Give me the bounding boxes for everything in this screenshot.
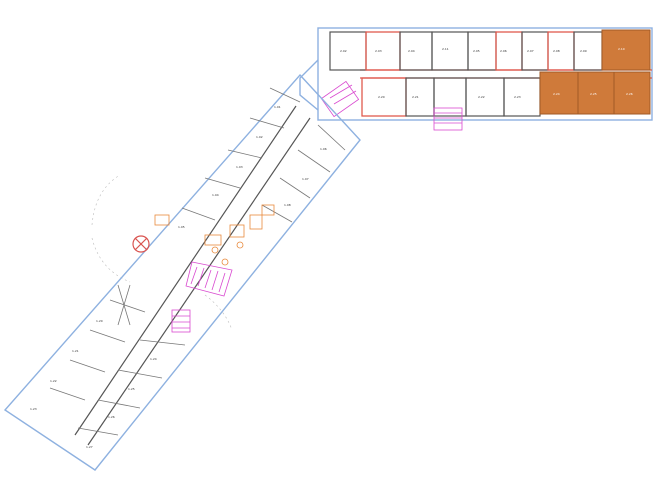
wing-stair-2 — [171, 309, 191, 333]
wing-structural-marks — [117, 284, 131, 326]
wing-cross-walls-ne — [181, 87, 346, 223]
connector — [299, 59, 360, 118]
room-label: 2.06 — [500, 49, 507, 53]
wet-room-fixtures — [154, 204, 275, 266]
wing-stair — [185, 261, 233, 297]
entrance-symbol — [132, 235, 150, 253]
room-label: 1.07 — [302, 177, 309, 181]
room-label: 1.24 — [150, 357, 157, 361]
grid-lines — [91, 174, 233, 331]
room-label: 1.06 — [320, 147, 327, 151]
east-north-rooms — [329, 29, 651, 71]
diagonal-wing: 1.01 1.02 1.03 1.04 1.05 1.06 1.07 1.08 … — [3, 73, 361, 471]
room-east-n-6 — [521, 31, 549, 71]
room-label: 1.03 — [236, 165, 243, 169]
room-east-n-wc — [431, 31, 469, 71]
room-east-n-7 — [547, 31, 575, 71]
wing-corridor-west — [74, 105, 297, 436]
room-label: 1.27 — [86, 445, 93, 449]
room-east-n-1 — [329, 31, 367, 71]
room-label: 2.25 — [590, 92, 597, 96]
room-east-s-3 — [465, 77, 505, 117]
room-label: 1.21 — [72, 349, 79, 353]
room-label: 1.05 — [178, 225, 185, 229]
room-label: 1.23 — [30, 407, 37, 411]
room-label: 2.07 — [527, 49, 534, 53]
room-label: 2.10 — [618, 47, 625, 51]
room-label: 1.22 — [50, 379, 57, 383]
wing-cross-walls-sw — [49, 299, 186, 436]
room-label: 2.05 — [473, 49, 480, 53]
room-label: 1.02 — [256, 135, 263, 139]
room-label: 1.26 — [108, 415, 115, 419]
room-label: 2.24 — [553, 92, 560, 96]
room-east-n-3 — [399, 31, 433, 71]
room-label: 2.21 — [412, 95, 419, 99]
room-label: 1.01 — [274, 105, 281, 109]
room-east-n-highlight — [601, 29, 651, 71]
room-label: 2.09 — [580, 49, 587, 53]
room-label: 2.26 — [626, 92, 633, 96]
room-label: 2.11 — [442, 47, 449, 51]
room-label: 1.25 — [128, 387, 135, 391]
wing-labels-sw: 1.20 1.21 1.22 1.23 1.24 1.25 1.26 1.27 — [30, 319, 157, 449]
room-east-s-stair — [433, 77, 467, 117]
room-label: 2.02 — [340, 49, 347, 53]
room-east-s-4 — [503, 77, 541, 117]
wing-corridor-east — [87, 117, 311, 446]
room-label: 2.03 — [375, 49, 382, 53]
east-stair — [433, 107, 463, 131]
room-east-n-2 — [365, 31, 401, 71]
east-labels: 2.02 2.03 2.04 2.05 2.06 2.07 2.08 2.09 … — [340, 47, 633, 99]
room-label: 1.08 — [284, 203, 291, 207]
wing-labels-ne: 1.01 1.02 1.03 1.04 1.05 1.06 1.07 1.08 — [178, 105, 327, 229]
room-label: 1.20 — [96, 319, 103, 323]
room-label: 2.20 — [378, 95, 385, 99]
room-label: 2.23 — [514, 95, 521, 99]
wing-outline — [3, 73, 361, 471]
east-south-rooms — [361, 71, 651, 117]
room-label: 1.04 — [212, 193, 219, 197]
room-label: 2.22 — [478, 95, 485, 99]
room-label: 2.08 — [553, 49, 560, 53]
room-east-s-highlight-3 — [613, 71, 651, 115]
room-east-n-8 — [573, 31, 603, 71]
room-east-s-2 — [405, 77, 435, 117]
room-label: 2.04 — [408, 49, 415, 53]
east-block-outline — [317, 27, 653, 121]
east-block: 2.02 2.03 2.04 2.05 2.06 2.07 2.08 2.09 … — [299, 27, 653, 131]
